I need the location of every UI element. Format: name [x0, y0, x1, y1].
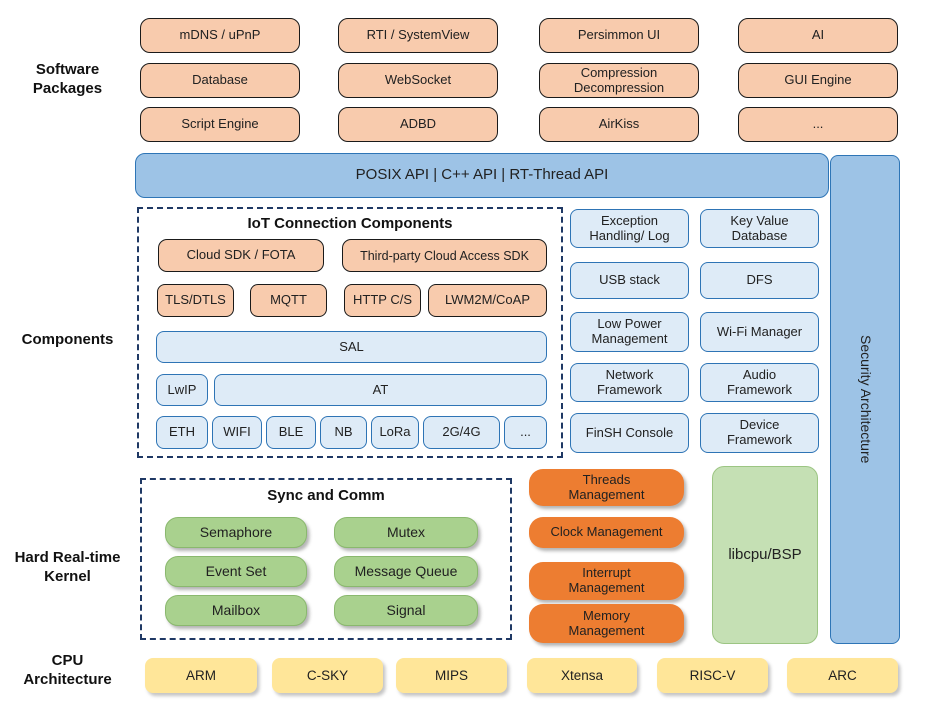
kernel-interrupt-management: Interrupt Management: [529, 562, 684, 600]
section-label-kernel: Hard Real-time Kernel: [14, 549, 121, 585]
section-label-software-packages: Software Packages: [32, 61, 103, 97]
pkg-persimmon-ui: Persimmon UI: [539, 18, 699, 53]
cpu-c-sky: C-SKY: [272, 658, 383, 693]
kernel-event-set: Event Set: [165, 556, 307, 587]
iot-tls-dtls: TLS/DTLS: [157, 284, 234, 317]
api-bar: POSIX API | C++ API | RT-Thread API: [135, 153, 829, 198]
pkg-mdns-upnp: mDNS / uPnP: [140, 18, 300, 53]
iot-connection-group: [137, 207, 563, 458]
pkg-compression: Compression Decompression: [539, 63, 699, 98]
pkg-more: ...: [738, 107, 898, 142]
comp-usb-stack: USB stack: [570, 262, 689, 299]
section-label-components: Components: [21, 331, 114, 348]
kernel-memory-management: Memory Management: [529, 604, 684, 643]
comp-key-value-database: Key Value Database: [700, 209, 819, 248]
iot-link-2g4g: 2G/4G: [423, 416, 500, 449]
pkg-database: Database: [140, 63, 300, 98]
iot-mqtt: MQTT: [250, 284, 327, 317]
pkg-gui-engine: GUI Engine: [738, 63, 898, 98]
kernel-libcpu-bsp: libcpu/BSP: [712, 466, 818, 644]
cpu-mips: MIPS: [396, 658, 507, 693]
iot-http-cs: HTTP C/S: [344, 284, 421, 317]
kernel-message-queue: Message Queue: [334, 556, 478, 587]
sync-and-comm-title: Sync and Comm: [267, 487, 385, 504]
iot-cloud-sdk-fota: Cloud SDK / FOTA: [158, 239, 324, 272]
cpu-risc-v: RISC-V: [657, 658, 768, 693]
kernel-threads-management: Threads Management: [529, 469, 684, 506]
section-label-cpu: CPU Architecture: [23, 652, 112, 688]
iot-lwip: LwIP: [156, 374, 208, 406]
kernel-mutex: Mutex: [334, 517, 478, 548]
iot-connection-title: IoT Connection Components: [247, 215, 453, 232]
pkg-rti-systemview: RTI / SystemView: [338, 18, 498, 53]
sync-and-comm-group: [140, 478, 512, 640]
iot-link-wifi: WIFI: [212, 416, 262, 449]
comp-exception-handling-log: Exception Handling/ Log: [570, 209, 689, 248]
cpu-xtensa: Xtensa: [527, 658, 637, 693]
pkg-ai: AI: [738, 18, 898, 53]
comp-low-power-management: Low Power Management: [570, 312, 689, 352]
iot-link-more: ...: [504, 416, 547, 449]
kernel-mailbox: Mailbox: [165, 595, 307, 626]
cpu-arc: ARC: [787, 658, 898, 693]
iot-link-ble: BLE: [266, 416, 316, 449]
cpu-arm: ARM: [145, 658, 257, 693]
kernel-signal: Signal: [334, 595, 478, 626]
pkg-websocket: WebSocket: [338, 63, 498, 98]
pkg-airkiss: AirKiss: [539, 107, 699, 142]
kernel-semaphore: Semaphore: [165, 517, 307, 548]
iot-link-eth: ETH: [156, 416, 208, 449]
comp-device-framework: Device Framework: [700, 413, 819, 453]
iot-lwm2m-coap: LWM2M/CoAP: [428, 284, 547, 317]
comp-audio-framework: Audio Framework: [700, 363, 819, 402]
comp-dfs: DFS: [700, 262, 819, 299]
kernel-clock-management: Clock Management: [529, 517, 684, 548]
comp-wifi-manager: Wi-Fi Manager: [700, 312, 819, 352]
pkg-adbd: ADBD: [338, 107, 498, 142]
pkg-script-engine: Script Engine: [140, 107, 300, 142]
iot-link-nb: NB: [320, 416, 367, 449]
iot-at: AT: [214, 374, 547, 406]
iot-link-lora: LoRa: [371, 416, 419, 449]
comp-finsh-console: FinSH Console: [570, 413, 689, 453]
security-architecture-bar: Security Architecture: [830, 155, 900, 644]
comp-network-framework: Network Framework: [570, 363, 689, 402]
iot-sal: SAL: [156, 331, 547, 363]
iot-third-party-cloud-sdk: Third-party Cloud Access SDK: [342, 239, 547, 272]
